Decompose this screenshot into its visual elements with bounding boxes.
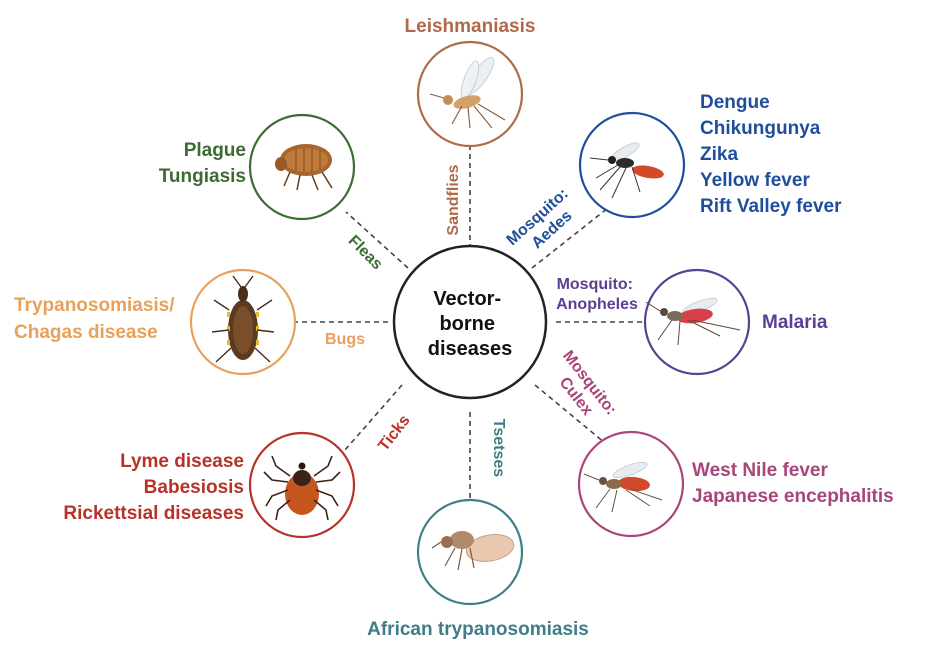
disease-rift-valley-fever: Rift Valley fever [700,196,842,217]
node-tsetses [416,498,524,606]
vector-label-anopheles: Mosquito: Anopheles [556,276,638,313]
disease-chagas-disease: Chagas disease [14,322,158,343]
disease-plague: Plague [184,140,246,161]
disease-malaria: Malaria [762,312,828,333]
flea-icon [275,144,333,191]
vector-label-aedes: Mosquito: Aedes [504,182,588,263]
disease-west-nile-fever: West Nile fever [692,460,828,481]
disease-chikungunya: Chikungunya [700,118,821,139]
vector-label-sandflies: Sandflies [445,164,462,235]
culex-mosquito-icon [583,461,663,513]
disease-tungiasis: Tungiasis [159,166,246,187]
disease-rickettsial-diseases: Rickettsial diseases [63,503,244,524]
vector-label-fleas: Fleas [345,232,386,273]
disease-lyme-disease: Lyme disease [120,451,244,472]
disease-zika: Zika [700,144,738,165]
connector-ticks [344,384,403,451]
connector-aedes [531,207,609,269]
disease-african-trypanosomiasis: African trypanosomiasis [367,619,589,640]
node-sandflies [416,40,524,148]
disease-trypanosomiasis: Trypanosomiasis/ [14,295,175,316]
aedes-mosquito-icon [589,142,664,199]
center-title: Vector- borne diseases [428,288,513,360]
node-culex [577,430,685,538]
disease-yellow-fever: Yellow fever [700,170,810,191]
vector-label-ticks: Ticks [375,412,413,455]
connector-culex [534,384,606,444]
sandfly-icon [429,57,506,129]
node-fleas [248,113,356,221]
center-node: Vector- borne diseases [392,244,548,400]
tick-icon [263,455,341,521]
connector-fleas [345,211,409,269]
disease-list-aedes: Dengue Chikungunya Zika Yellow fever Rif… [700,92,842,217]
vector-label-culex: Mosquito: Culex [544,348,622,434]
node-bugs [189,268,297,376]
vector-label-tsetses: Tsetses [490,419,507,478]
vector-label-bugs: Bugs [325,331,365,348]
disease-leishmaniasis: Leishmaniasis [405,16,536,37]
disease-japanese-encephalitis: Japanese encephalitis [692,486,894,507]
disease-dengue: Dengue [700,92,770,113]
kissing-bug-icon [211,275,275,363]
node-anopheles [643,268,751,376]
node-ticks [248,431,356,539]
node-aedes [578,111,686,219]
anopheles-mosquito-icon [645,297,741,346]
tsetse-fly-icon [431,531,515,571]
disease-babesiosis: Babesiosis [144,477,244,498]
